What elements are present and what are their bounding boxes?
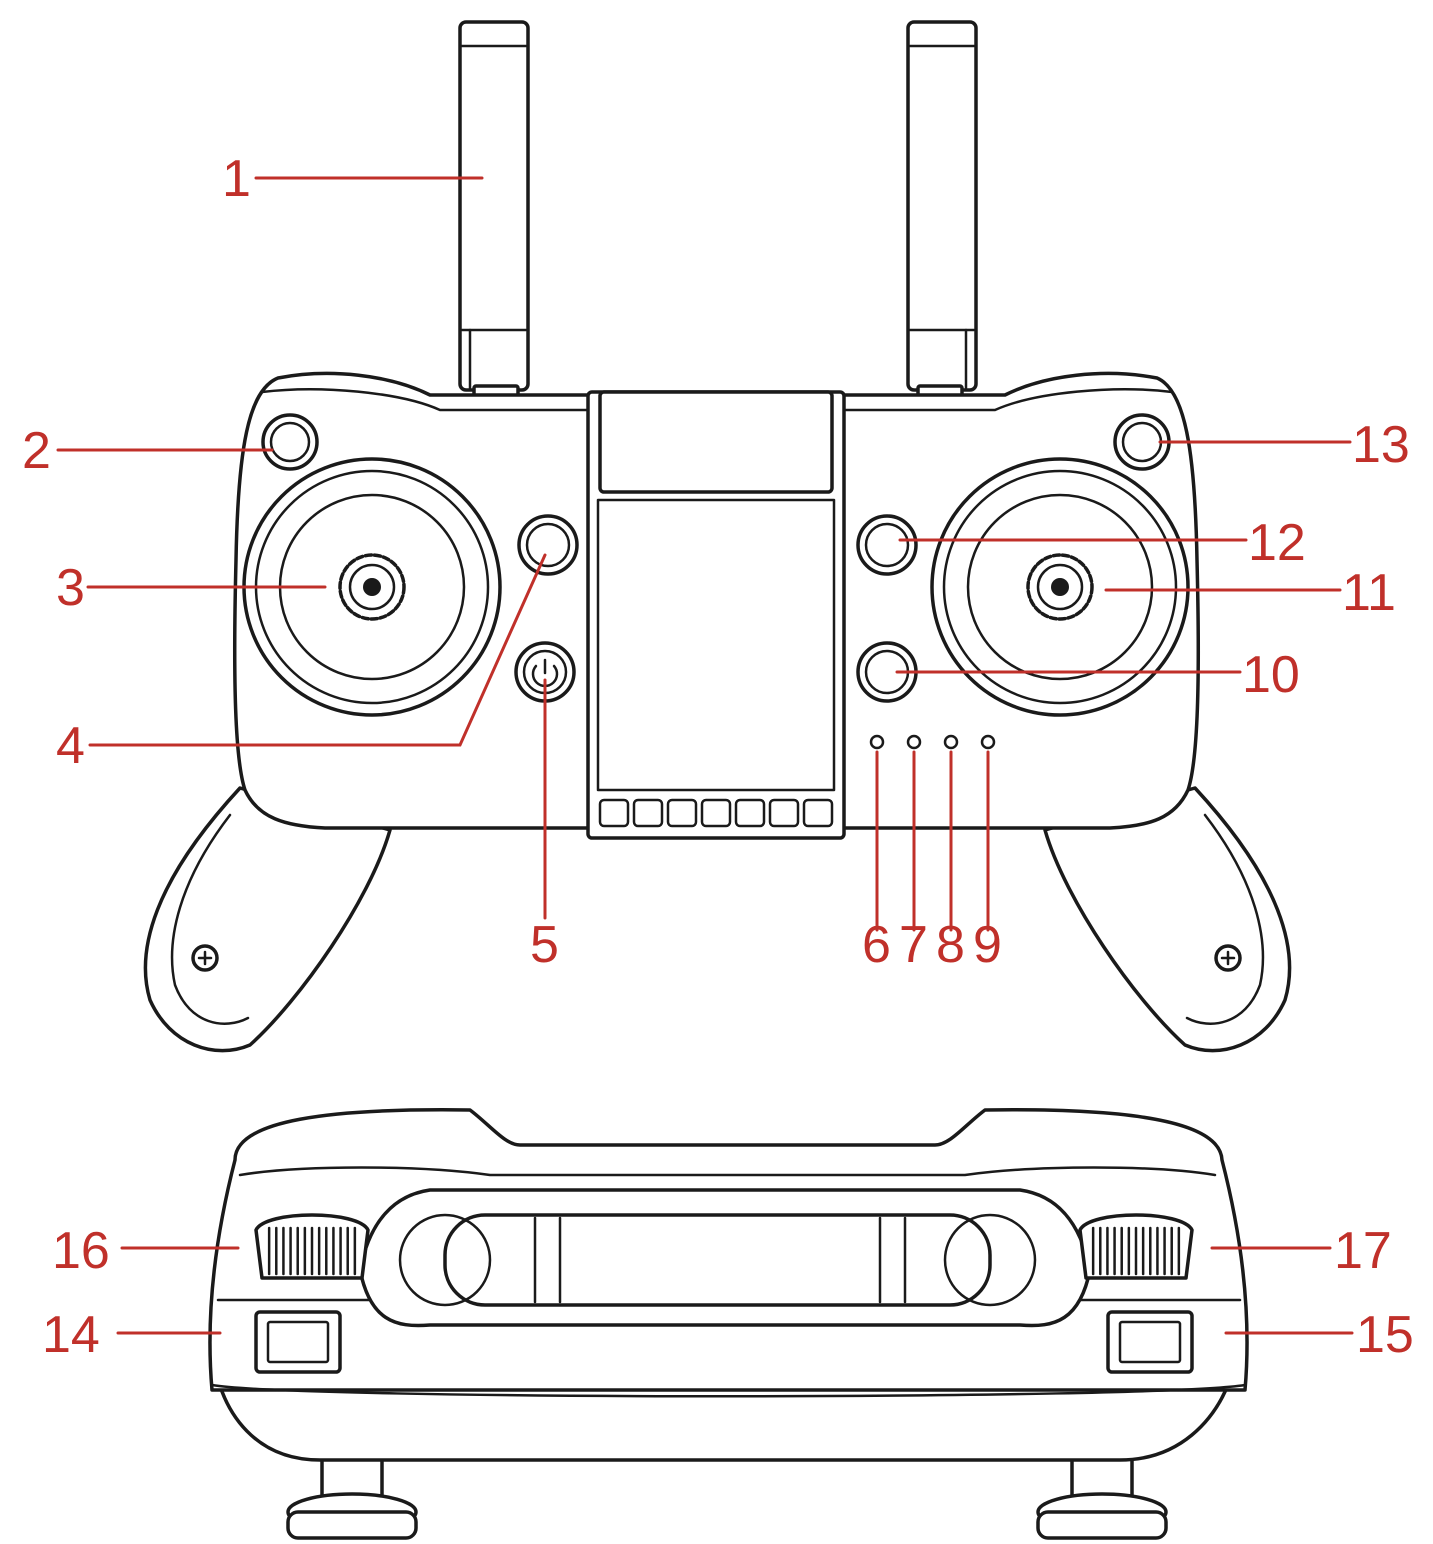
holder-roller-left <box>398 1213 492 1307</box>
indicator-light-7 <box>906 734 922 750</box>
callout-9: 9 <box>973 916 1002 974</box>
screw-icon-left <box>191 944 219 972</box>
indicator-light-9 <box>980 734 996 750</box>
power-button[interactable] <box>514 641 576 703</box>
callout-14: 14 <box>42 1306 100 1364</box>
callout-11: 11 <box>1342 564 1396 622</box>
right-joystick[interactable] <box>930 457 1190 717</box>
callout-3: 3 <box>56 559 85 617</box>
grip-right <box>1043 786 1292 1053</box>
indicator-light-6 <box>869 734 885 750</box>
left-joystick[interactable] <box>242 457 502 717</box>
button-12[interactable] <box>856 514 918 576</box>
callout-1: 1 <box>222 150 251 208</box>
button-4[interactable] <box>517 514 579 576</box>
controller-top-edge-view <box>208 1108 1249 1540</box>
scroll-wheel-left[interactable] <box>254 1213 370 1280</box>
callout-10: 10 <box>1242 646 1300 704</box>
callout-7: 7 <box>899 916 928 974</box>
screw-icon-right <box>1214 944 1242 972</box>
grip-left-inner <box>170 813 250 1025</box>
callout-4: 4 <box>56 717 85 775</box>
lower-shell <box>216 1378 1232 1462</box>
phone-clamp <box>598 390 834 494</box>
vent-grille <box>598 798 834 828</box>
button-13[interactable] <box>1113 413 1171 471</box>
callout-16: 16 <box>52 1222 110 1280</box>
callout-17: 17 <box>1334 1222 1392 1280</box>
callout-6: 6 <box>862 916 891 974</box>
callout-8: 8 <box>936 916 965 974</box>
callout-15: 15 <box>1356 1306 1414 1364</box>
holder-roller-right <box>943 1213 1037 1307</box>
controller-front-view <box>143 20 1292 1053</box>
upper-shell-ridge <box>238 1166 1217 1177</box>
button-2[interactable] <box>261 413 319 471</box>
scroll-wheel-right[interactable] <box>1078 1213 1194 1280</box>
button-10[interactable] <box>856 641 918 703</box>
indicator-light-8 <box>943 734 959 750</box>
grip-left <box>143 786 392 1053</box>
callout-13: 13 <box>1352 416 1410 474</box>
shoulder-button-right[interactable] <box>1106 1310 1194 1374</box>
callout-2: 2 <box>22 422 51 480</box>
antenna-right <box>906 20 978 402</box>
callouts: 1 2 3 4 5 6 7 8 9 10 11 12 13 14 15 16 1… <box>22 150 1414 1364</box>
callout-5: 5 <box>530 916 559 974</box>
antenna-left <box>458 20 530 402</box>
center-display-area <box>596 498 836 792</box>
callout-12: 12 <box>1248 514 1306 572</box>
shoulder-button-left[interactable] <box>254 1310 342 1374</box>
leader-line-4 <box>88 553 547 747</box>
body-lower-seam <box>210 1383 1247 1398</box>
holder-bar <box>443 1213 992 1307</box>
grip-right-inner <box>1185 813 1265 1025</box>
stick-base-right <box>1036 1428 1168 1540</box>
